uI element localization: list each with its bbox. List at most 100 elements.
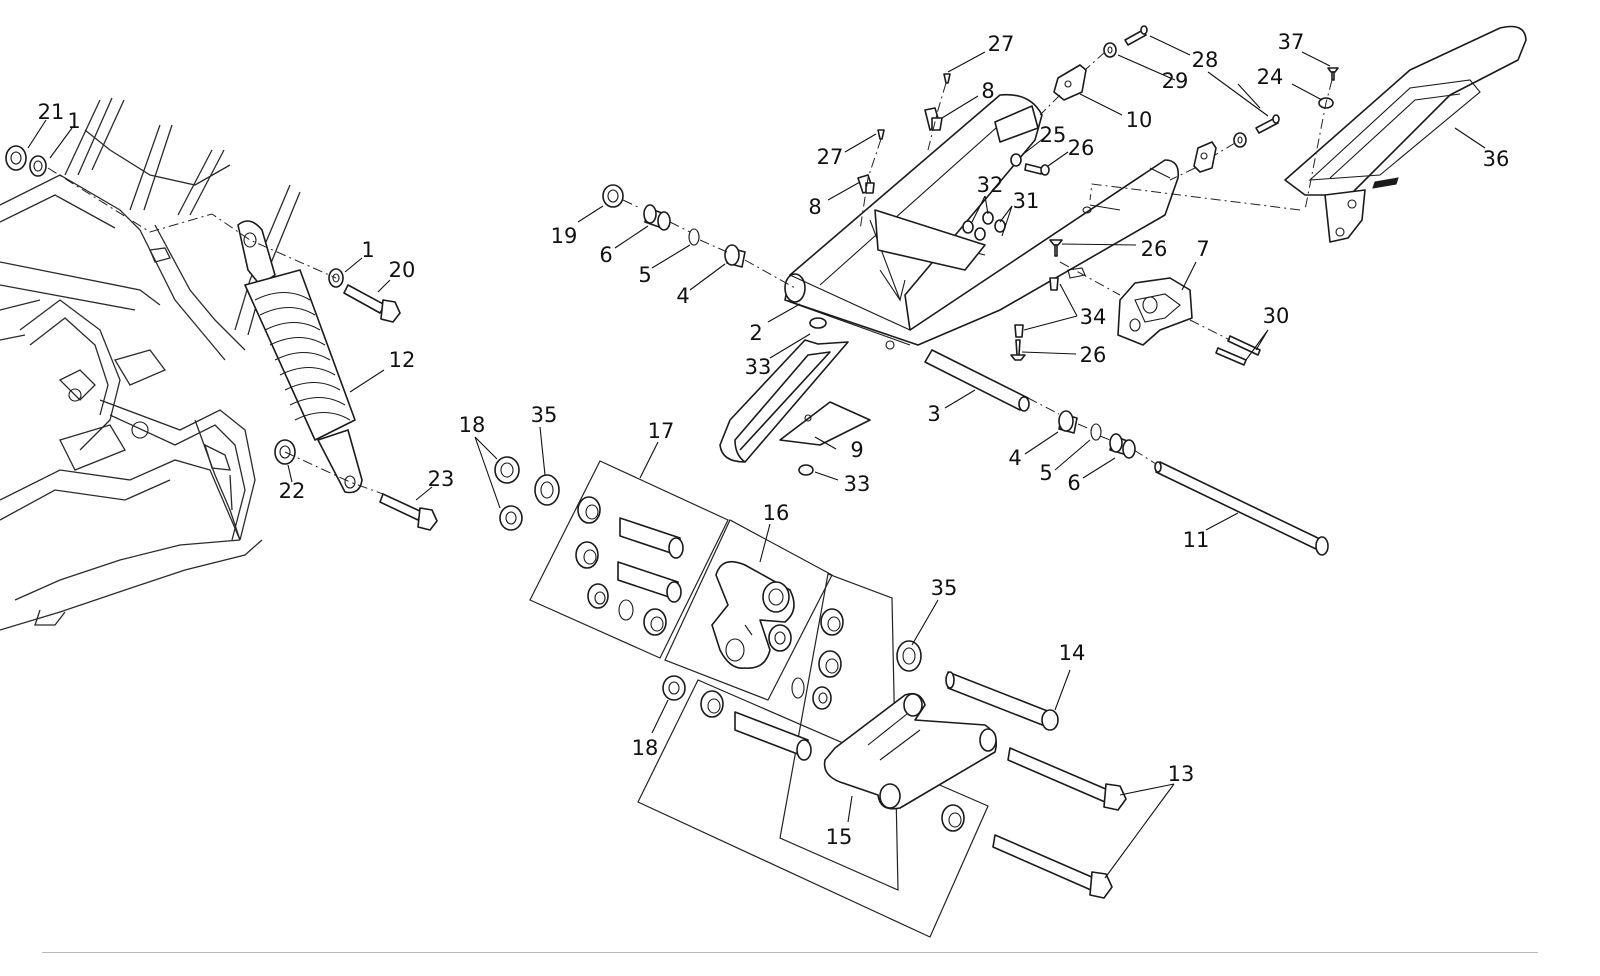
bearing-4-left: [724, 244, 746, 268]
callout-8: 8: [808, 195, 821, 219]
bottom-divider: [42, 952, 1538, 953]
callout-26: 26: [1080, 343, 1107, 367]
callout-8: 8: [981, 79, 994, 103]
clip-8-upper: [924, 107, 943, 131]
chain-slider-9: [719, 339, 871, 463]
axis-line-adjuster: [1059, 261, 1231, 341]
screw-27-upper: [943, 73, 951, 84]
axis-line-pivot-right: [1027, 397, 1157, 465]
callout-35: 35: [931, 576, 958, 600]
callout-5: 5: [638, 263, 651, 287]
screw-26-middle: [1049, 239, 1063, 257]
sleeve-6-left: [643, 204, 671, 231]
kit-17-frame: [529, 460, 729, 659]
callout-7: 7: [1196, 237, 1209, 261]
callout-9: 9: [850, 438, 863, 462]
spacer-18-middle: [499, 505, 523, 531]
washer-1-left: [29, 155, 47, 177]
callout-11: 11: [1183, 528, 1210, 552]
rocker-link-16: [711, 560, 795, 669]
motorcycle-frame: [0, 97, 301, 631]
callout-6: 6: [599, 243, 612, 267]
axis-line-upper-left: [47, 167, 337, 279]
bolt-13-upper: [1007, 747, 1127, 811]
callout-26: 26: [1141, 237, 1168, 261]
bolt-20: [343, 284, 401, 323]
callout-25: 25: [1040, 123, 1067, 147]
callout-10: 10: [1126, 108, 1153, 132]
callout-1: 1: [67, 109, 80, 133]
callout-13: 13: [1168, 762, 1195, 786]
bolt-28-lower: [1255, 114, 1280, 134]
callout-31: 31: [1013, 189, 1040, 213]
callout-2: 2: [749, 321, 762, 345]
nuts-32: [962, 211, 994, 234]
callout-labels: 21 1 1 20 12 22 23 18 35 17 16 19 6 5 4 …: [38, 30, 1510, 849]
chain-adjuster-7: [1117, 277, 1193, 346]
screw-33-upper: [809, 317, 827, 329]
callout-3: 3: [927, 402, 940, 426]
washer-25: [1010, 153, 1022, 167]
kit-15-bearings: [791, 608, 844, 710]
bolt-26-upper: [1024, 163, 1050, 176]
callout-27: 27: [988, 32, 1015, 56]
callout-29: 29: [1162, 69, 1189, 93]
spacer-18-upper: [494, 456, 520, 484]
callout-15: 15: [826, 825, 853, 849]
shock-absorber: [237, 220, 363, 494]
washer-29-upper: [1103, 42, 1117, 58]
screw-33-lower: [798, 464, 814, 476]
callout-6: 6: [1067, 471, 1080, 495]
bearing-4-right: [1058, 410, 1078, 434]
kit-18-frame: [637, 679, 989, 938]
callout-20: 20: [389, 258, 416, 282]
callout-14: 14: [1059, 641, 1086, 665]
callout-19: 19: [551, 224, 578, 248]
callout-18: 18: [459, 413, 486, 437]
callout-33: 33: [844, 472, 871, 496]
callout-37: 37: [1278, 30, 1305, 54]
washer-29-lower: [1233, 132, 1247, 148]
swingarm-spindle-11: [1154, 461, 1329, 556]
kit-17-parts: [575, 496, 684, 636]
callout-5: 5: [1039, 461, 1052, 485]
callout-32: 32: [977, 173, 1004, 197]
spacer-18-lower: [662, 675, 686, 701]
bushing-21: [5, 145, 27, 171]
callout-23: 23: [428, 467, 455, 491]
bolt-28-upper: [1124, 25, 1148, 46]
callout-12: 12: [389, 348, 416, 372]
spacer-tube-3: [924, 349, 1030, 412]
pin-14: [945, 671, 1059, 731]
bush-19: [602, 184, 624, 208]
screw-37: [1327, 67, 1339, 81]
kit-18-parts: [700, 690, 965, 832]
axis-line-brackets: [1039, 51, 1236, 181]
axis-line-clips: [859, 82, 947, 231]
link-15: [823, 692, 998, 810]
screws-34: [1014, 267, 1086, 338]
swingarm-2: [784, 93, 1180, 350]
callout-35: 35: [531, 403, 558, 427]
callout-28: 28: [1192, 48, 1219, 72]
circlip-5-left: [688, 228, 700, 246]
seal-35-lower: [896, 640, 922, 672]
bolt-13-lower: [992, 834, 1113, 899]
callout-16: 16: [763, 501, 790, 525]
screw-26-lower: [1010, 339, 1026, 361]
screw-27-lower: [877, 129, 885, 140]
callout-27: 27: [817, 145, 844, 169]
axis-line-guard: [1089, 79, 1333, 211]
bracket-10-lower: [1193, 141, 1217, 173]
callout-24: 24: [1257, 65, 1284, 89]
callout-36: 36: [1483, 147, 1510, 171]
clip-8-lower: [857, 174, 875, 194]
callout-4: 4: [676, 284, 689, 308]
callout-22: 22: [279, 479, 306, 503]
seal-35-upper: [534, 474, 560, 506]
bolt-23: [379, 493, 438, 531]
axis-line-lower-left: [284, 451, 384, 495]
callout-4: 4: [1008, 446, 1021, 470]
callout-1: 1: [361, 238, 374, 262]
